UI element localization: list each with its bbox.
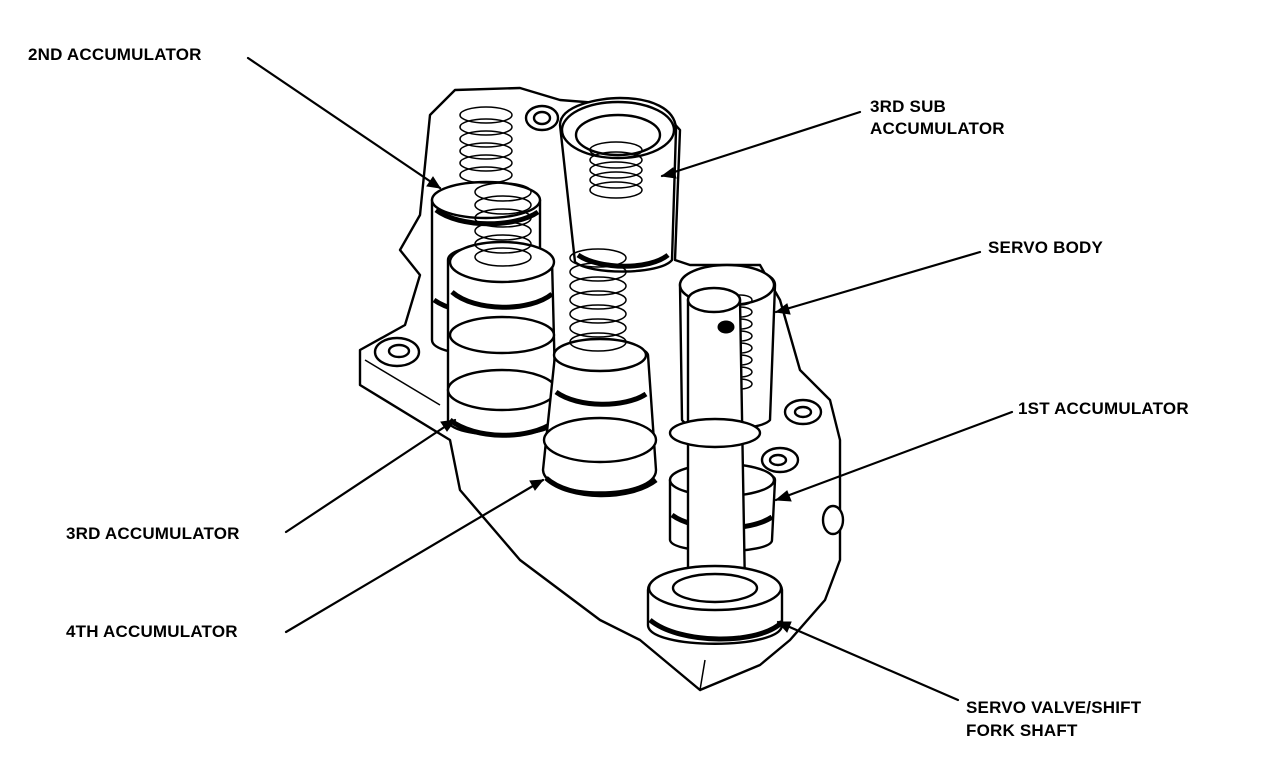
leader-third-accumulator xyxy=(284,418,457,534)
leader-third-sub-accumulator xyxy=(660,110,862,178)
servo-valve-shaft xyxy=(646,286,784,645)
label-third-sub-accumulator-line2: ACCUMULATOR xyxy=(870,119,1005,138)
leader-fourth-accumulator xyxy=(284,478,545,634)
leader-servo-valve xyxy=(776,620,960,702)
label-third-sub-accumulator-line1: 3RD SUB xyxy=(870,97,947,116)
label-servo-body: SERVO BODY xyxy=(988,238,1104,257)
leader-second-accumulator xyxy=(246,56,442,190)
label-servo-valve-line2: FORK SHAFT xyxy=(966,721,1078,740)
leader-servo-body xyxy=(774,250,982,314)
label-third-accumulator: 3RD ACCUMULATOR xyxy=(66,524,240,543)
fourth-accumulator-piston xyxy=(541,248,658,498)
leader-lines xyxy=(246,56,1014,702)
label-fourth-accumulator: 4TH ACCUMULATOR xyxy=(66,622,238,641)
label-first-accumulator: 1ST ACCUMULATOR xyxy=(1018,399,1189,418)
leader-first-accumulator xyxy=(774,410,1014,502)
third-accumulator-piston xyxy=(446,182,558,438)
label-servo-valve-line1: SERVO VALVE/SHIFT xyxy=(966,698,1142,717)
third-sub-accumulator xyxy=(558,96,678,273)
label-second-accumulator: 2ND ACCUMULATOR xyxy=(28,45,202,64)
